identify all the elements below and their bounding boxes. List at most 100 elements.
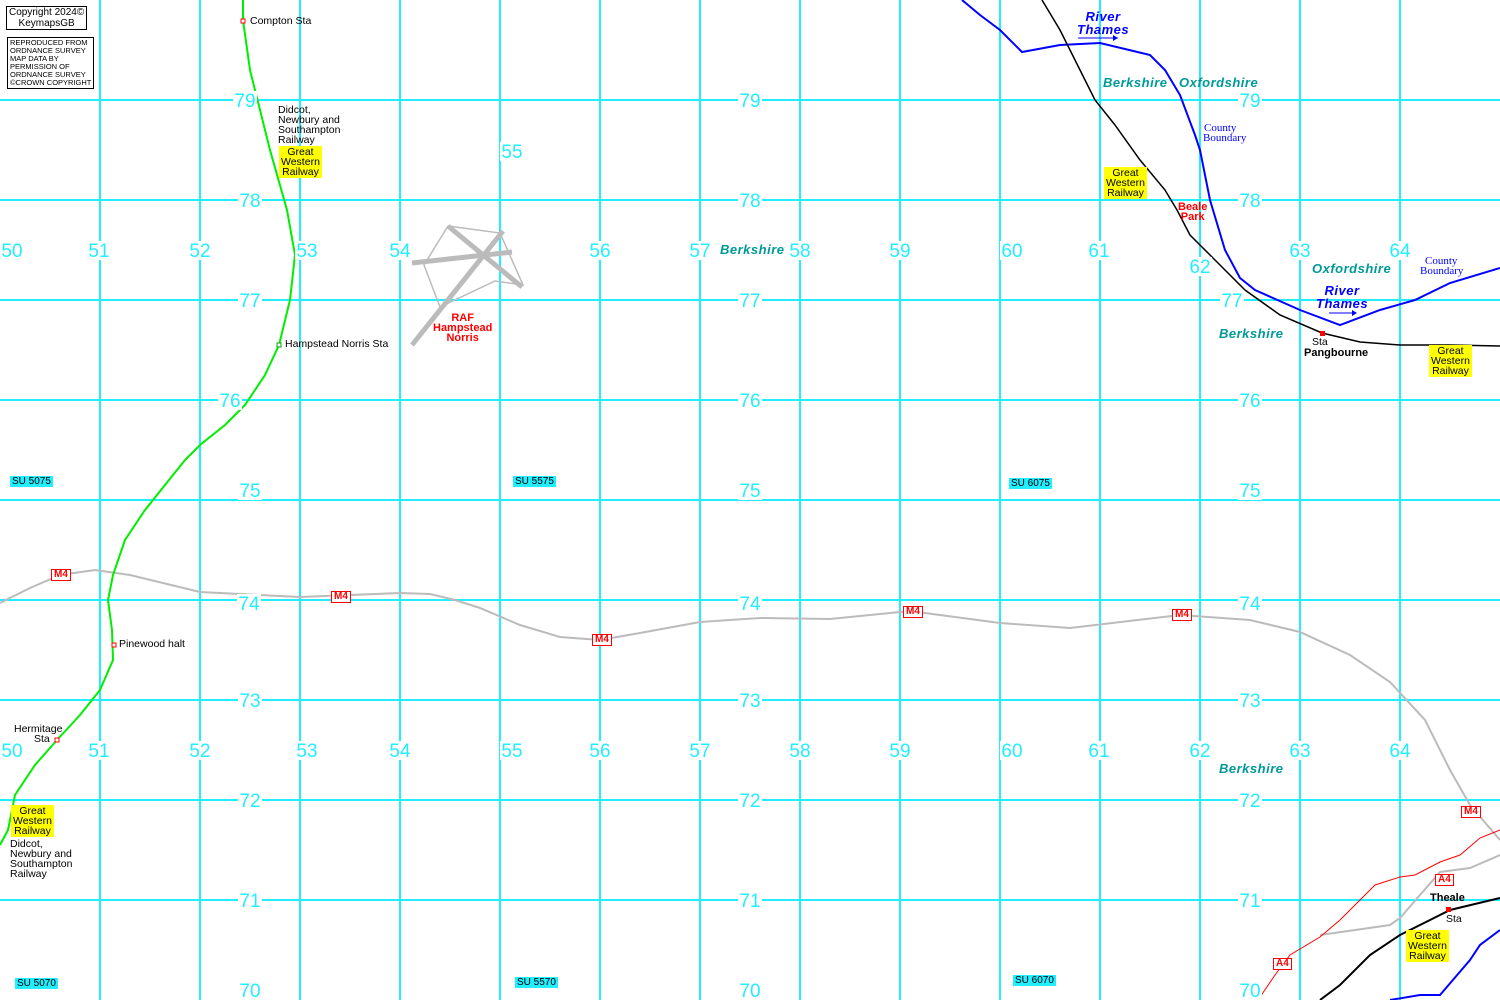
gwr-railway-line <box>1041 0 1500 347</box>
easting-label: 51 <box>88 241 109 262</box>
county-label: Berkshire <box>720 242 785 257</box>
northing-label: 77 <box>239 291 260 312</box>
a4-shield: A4 <box>1435 874 1454 886</box>
station-marker-icon <box>1446 907 1451 912</box>
easting-label: 58 <box>789 741 810 762</box>
grid-label-bg <box>238 891 262 910</box>
county-label: Berkshire <box>1219 761 1284 776</box>
northing-label: 73 <box>239 691 260 712</box>
grid-label-bg <box>788 241 812 260</box>
grid-label-bg <box>188 241 212 260</box>
os-line: REPRODUCED FROM <box>10 38 88 47</box>
railway-label-line: Didcot, <box>10 838 43 850</box>
river-label-line: Thames <box>1077 22 1130 37</box>
northing-label: 76 <box>1239 391 1260 412</box>
place-line: RAF <box>451 312 474 324</box>
northing-label: 71 <box>1239 891 1260 912</box>
northing-label: 73 <box>1239 691 1260 712</box>
grid-label-bg <box>500 741 524 760</box>
northing-label: 72 <box>739 791 760 812</box>
northing-label: 75 <box>239 481 260 502</box>
northing-label: 78 <box>739 191 760 212</box>
grid-label-bg <box>295 741 319 760</box>
station-name: Hermitage <box>14 723 63 735</box>
northing-label: 73 <box>739 691 760 712</box>
easting-label: 55 <box>501 741 522 762</box>
river-label-line: Thames <box>1316 296 1369 311</box>
railway-label-line: Southampton <box>10 858 73 870</box>
grid-label-bg <box>738 594 762 613</box>
northing-label: 76 <box>739 391 760 412</box>
flow-arrow-head-icon <box>1352 310 1357 316</box>
grid-label-bg <box>1238 691 1262 710</box>
grid-labels: 5050515152525353545455555656575758585959… <box>0 91 1412 1000</box>
northing-label: 70 <box>239 981 260 1000</box>
grid-label-bg <box>1087 741 1111 760</box>
grid-label-bg <box>188 741 212 760</box>
grid-ref-label: SU 6070 <box>1013 975 1056 986</box>
grid-label-bg <box>1288 241 1312 260</box>
os-line: PERMISSION OF <box>10 62 70 71</box>
grid-label-bg <box>738 691 762 710</box>
flow-arrow-head-icon <box>1113 35 1118 41</box>
northing-label: 79 <box>739 91 760 112</box>
easting-label: 54 <box>389 741 411 762</box>
town-label: Pangbourne <box>1304 347 1369 359</box>
grid-label-bg <box>1238 594 1262 613</box>
a4-road-grey <box>1319 854 1500 936</box>
grid-ref-label: SU 5570 <box>515 977 558 988</box>
river-kennet <box>1389 929 1500 1000</box>
railway-label-line: Newbury and <box>278 114 340 126</box>
easting-label: 60 <box>1001 741 1022 762</box>
railway-label-line: Southampton <box>278 124 341 136</box>
station-marker-icon <box>276 342 282 348</box>
place-line: Hampstead <box>433 322 493 334</box>
railway-label-line: Western <box>1106 177 1145 189</box>
grid-label-bg <box>388 741 412 760</box>
grid-label-bg <box>788 741 812 760</box>
railway-label-line: Great <box>287 146 314 158</box>
place-line: Park <box>1180 211 1205 223</box>
northing-label: 70 <box>1239 981 1260 1000</box>
railway-label-line: Railway <box>1409 950 1446 962</box>
grid-label-bg <box>1238 191 1262 210</box>
grid-label-bg <box>738 191 762 210</box>
grid-label-bg <box>500 142 524 161</box>
station-suffix: Sta <box>34 733 50 745</box>
grid-label-bg <box>295 241 319 260</box>
river-label-line: River <box>1085 9 1121 24</box>
grid-label-bg <box>238 481 262 500</box>
grid-label-bg <box>1000 241 1024 260</box>
copyright-owner: KeymapsGB <box>18 18 75 29</box>
grid-label-bg <box>738 981 762 1000</box>
grid-label-bg <box>1288 741 1312 760</box>
northing-label: 77 <box>739 291 760 312</box>
easting-label: 61 <box>1088 741 1109 762</box>
railway-label-line: Great <box>1437 345 1464 357</box>
easting-label: 51 <box>88 741 109 762</box>
easting-label: 64 <box>1389 241 1411 262</box>
station-marker-icon <box>54 737 60 743</box>
easting-label: 53 <box>296 741 317 762</box>
grid-label-bg <box>738 91 762 110</box>
a4-road <box>1257 829 1500 1000</box>
station-label: Pinewood halt <box>119 638 185 650</box>
easting-label: 64 <box>1389 741 1411 762</box>
dns-railway-line <box>0 0 297 846</box>
m4-shield: M4 <box>903 606 923 618</box>
northing-label: 72 <box>1239 791 1260 812</box>
station-marker-icon <box>111 642 117 648</box>
easting-label: 52 <box>189 241 210 262</box>
railway-label-line: Railway <box>14 825 51 837</box>
railway-label-line: Railway <box>10 868 47 880</box>
railway-label-line: Western <box>281 156 320 168</box>
cb-line: Boundary <box>1203 132 1247 144</box>
easting-label: 53 <box>296 241 317 262</box>
